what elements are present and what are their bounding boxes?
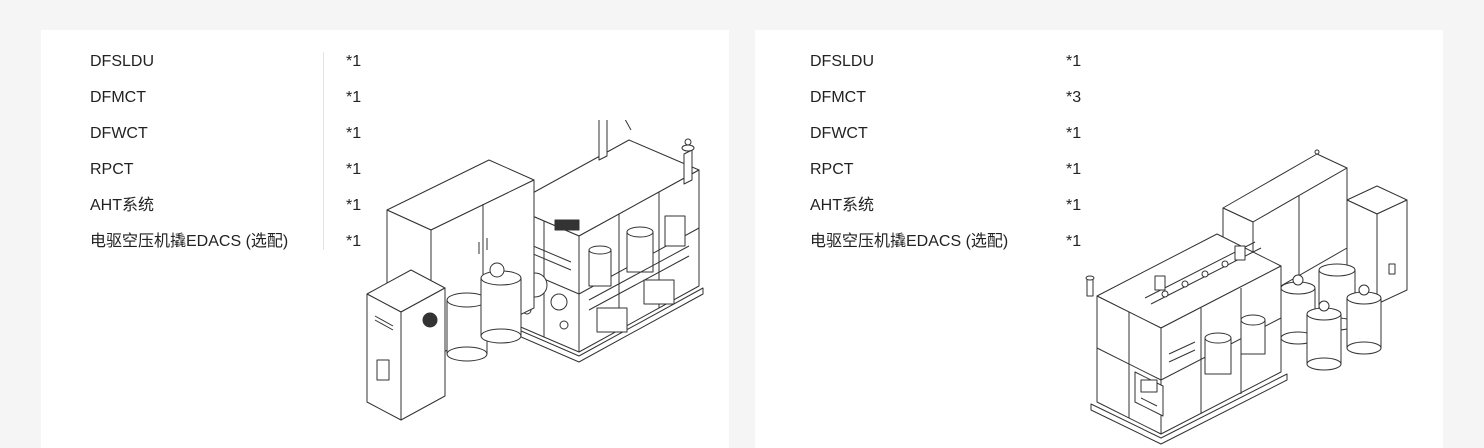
spec-name: DFMCT xyxy=(810,89,866,106)
main-skid xyxy=(1086,234,1287,444)
mast xyxy=(591,120,694,184)
spec-qty: *1 xyxy=(1066,233,1082,250)
spec-name: RPCT xyxy=(810,161,854,178)
spec-name: DFMCT xyxy=(90,89,146,106)
spec-name: DFWCT xyxy=(90,125,148,142)
spec-qty: *1 xyxy=(346,197,362,214)
spec-qty: *1 xyxy=(346,233,362,250)
tanks xyxy=(447,263,521,361)
spec-name: 电驱空压机撬EDACS (选配) xyxy=(810,233,1009,250)
spec-name: DFSLDU xyxy=(810,53,875,70)
column-divider xyxy=(323,52,324,250)
spec-name: RPCT xyxy=(90,161,134,178)
spec-qty: *1 xyxy=(1066,197,1082,214)
spec-qty: *3 xyxy=(1066,89,1082,106)
spec-qty: *1 xyxy=(1066,125,1082,142)
spec-qty: *1 xyxy=(346,125,362,142)
main-skid xyxy=(505,140,703,362)
spec-name: AHT系统 xyxy=(90,197,155,214)
spec-qty: *1 xyxy=(1066,53,1082,70)
spec-name: AHT系统 xyxy=(810,197,875,214)
spec-qty: *1 xyxy=(346,89,362,106)
equipment-illustration xyxy=(359,120,729,448)
equipment-card-2: DFSLDU *1 DFMCT *3 DFWCT *1 RPCT *1 AHT系… xyxy=(755,30,1443,448)
control-cabinet xyxy=(1347,186,1407,304)
spec-qty: *1 xyxy=(346,161,362,178)
spec-qty: *1 xyxy=(346,53,362,70)
spec-name: 电驱空压机撬EDACS (选配) xyxy=(90,233,289,250)
compressor-box xyxy=(367,270,445,420)
spec-name: DFWCT xyxy=(810,125,868,142)
equipment-card-1: DFSLDU *1 DFMCT *1 DFWCT *1 RPCT *1 AHT系… xyxy=(41,30,729,448)
spec-name: DFSLDU xyxy=(90,53,155,70)
spec-qty: *1 xyxy=(1066,161,1082,178)
equipment-illustration xyxy=(1085,148,1425,448)
tanks xyxy=(1281,264,1381,370)
